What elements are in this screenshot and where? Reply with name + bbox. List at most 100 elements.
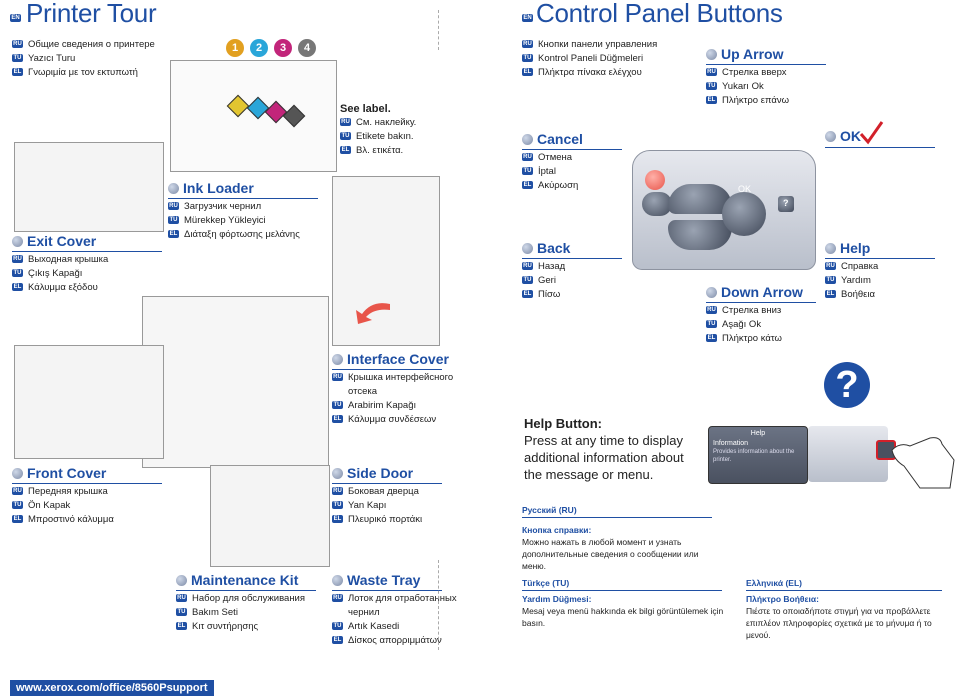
up-arrow-title: Up Arrow [721, 46, 784, 62]
ink-loader-title: Ink Loader [183, 180, 254, 196]
lang-badge: TU [12, 54, 23, 63]
front-cover-text: Ön Kapak [28, 500, 71, 511]
intro-text: Общие сведения о принтере [28, 39, 155, 50]
hand-pointer-icon [891, 437, 955, 489]
side-door-text: Yan Kapı [348, 500, 387, 511]
turkish-subheading: Yardım Düğmesi: [522, 594, 592, 604]
lang-badge: TU [706, 82, 717, 91]
maintenance-kit-title: Maintenance Kit [191, 572, 299, 588]
checkmark-icon [859, 121, 884, 145]
support-url-link[interactable]: www.xerox.com/office/8560Psupport [10, 680, 214, 696]
lang-badge: RU [332, 487, 343, 496]
interface-cover-text: отсека [348, 386, 378, 397]
callout-bullet-icon [522, 243, 533, 254]
screen-header: Help [750, 430, 766, 437]
callout-bullet-icon [332, 575, 343, 586]
back-button[interactable] [642, 192, 672, 216]
intro-text: Γνωριμία με τον εκτυπωτή [28, 67, 138, 78]
exit-cover-text: Çıkış Kapağı [28, 268, 83, 279]
callout-bullet-icon [825, 131, 836, 142]
back-text: Πίσω [538, 289, 561, 300]
help-button-text: Press at any time to display additional … [524, 433, 684, 482]
cancel-text: Ακύρωση [538, 180, 579, 191]
help-title: Help [840, 240, 871, 256]
russian-text: Можно нажать в любой момент и узнать доп… [522, 537, 699, 571]
interface-cover-text: Крышка интерфейсного [348, 372, 454, 383]
waste-tray-title: Waste Tray [347, 572, 421, 588]
screen-title: Information [713, 440, 749, 447]
up-arrow-text: Yukarı Ok [722, 81, 764, 92]
lang-badge: EL [332, 515, 343, 524]
help-button[interactable] [778, 196, 794, 212]
help-screen-display: Help Information Provides information ab… [708, 426, 808, 484]
lang-badge: TU [340, 132, 351, 141]
lang-badge: RU [12, 487, 23, 496]
cartridge-number-4: 4 [298, 39, 316, 57]
back-text: Geri [538, 275, 556, 286]
exit-cover-illustration [14, 142, 164, 232]
ok-button[interactable] [722, 192, 766, 236]
callout-bullet-icon [825, 243, 836, 254]
lang-badge: TU [168, 216, 179, 225]
ok-title: OK [840, 128, 861, 144]
maintenance-kit-illustration [210, 465, 330, 567]
cancel-text: İptal [538, 166, 556, 177]
lang-badge: EL [825, 290, 836, 299]
interface-cover-text: Κάλυμμα συνδέσεων [348, 414, 437, 425]
ink-loader-text: Διάταξη φόρτωσης μελάνης [184, 229, 300, 240]
side-door-title: Side Door [347, 465, 414, 481]
question-mark-icon: ? [824, 362, 870, 408]
ink-loader-text: Загрузчик чернил [184, 201, 262, 212]
lang-badge: TU [12, 269, 23, 278]
callout-bullet-icon [176, 575, 187, 586]
exit-cover-title: Exit Cover [27, 233, 97, 249]
up-arrow-button[interactable] [668, 184, 732, 214]
arrow-icon [356, 303, 390, 324]
see-label-text: Etikete bakın. [356, 131, 414, 142]
printer-illustration [142, 296, 329, 468]
lang-badge: EL [168, 230, 179, 239]
lang-badge-en: EN [522, 14, 533, 22]
lang-badge: RU [522, 262, 533, 271]
lang-badge: EL [12, 515, 23, 524]
lang-badge: EL [332, 636, 343, 645]
lang-badge: RU [825, 262, 836, 271]
down-arrow-text: Стрелка вниз [722, 305, 782, 316]
interface-cover-illustration [332, 176, 440, 346]
up-arrow-text: Πλήκτρο επάνω [722, 95, 790, 106]
cancel-button[interactable] [645, 170, 665, 190]
intro-text: Πλήκτρα πίνακα ελέγχου [538, 67, 642, 78]
lang-badge: EL [706, 96, 717, 105]
intro-text: Kontrol Paneli Düğmeleri [538, 53, 644, 64]
down-arrow-button[interactable] [668, 220, 732, 250]
cartridge-number-2: 2 [250, 39, 268, 57]
lang-badge: TU [332, 401, 343, 410]
lang-badge: TU [12, 501, 23, 510]
callout-bullet-icon [332, 468, 343, 479]
panel-side-illustration [808, 426, 888, 482]
waste-tray-text: Δίσκος απορριμμάτων [348, 635, 442, 646]
cancel-title: Cancel [537, 131, 583, 147]
exit-cover-text: Κάλυμμα εξόδου [28, 282, 98, 293]
exit-cover-text: Выходная крышка [28, 254, 109, 265]
lang-badge: TU [825, 276, 836, 285]
lang-badge: TU [522, 167, 533, 176]
lang-badge: RU [332, 373, 343, 382]
page-title-printer-tour: Printer Tour [26, 0, 157, 28]
lang-badge-en: EN [10, 14, 21, 22]
interface-cover-text: Arabirim Kapağı [348, 400, 417, 411]
front-cover-text: Μπροστινό κάλυμμα [28, 514, 114, 525]
see-label-title: See label. [340, 103, 391, 115]
lang-badge: TU [332, 501, 343, 510]
